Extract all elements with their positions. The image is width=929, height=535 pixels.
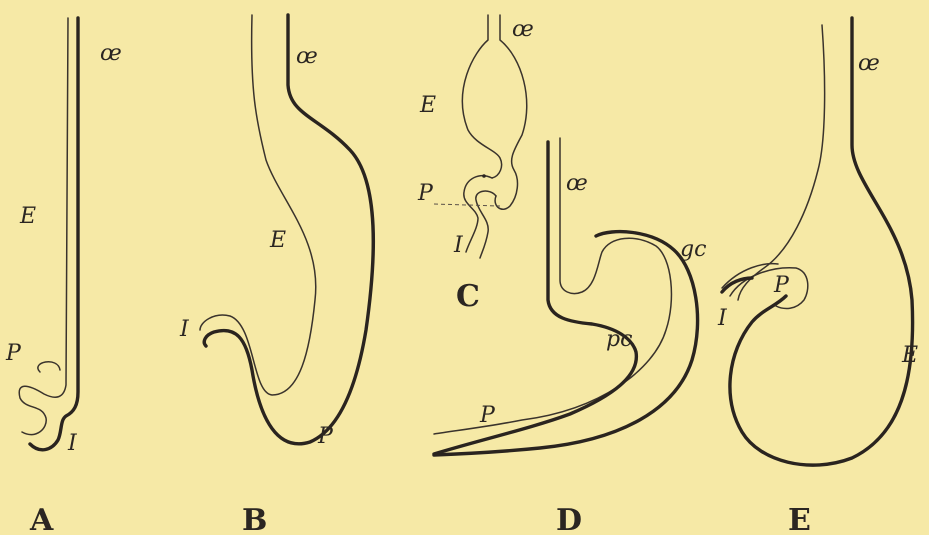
diagram-d-lower-curve xyxy=(434,232,698,455)
diagram-c-label-oesophagus: œ xyxy=(512,17,534,42)
diagram-e-label-intestine: I xyxy=(717,306,728,331)
diagram-b-label-pylorus: P xyxy=(317,424,334,449)
diagram-e-intestine-stub xyxy=(722,278,752,292)
diagram-c-label-stomach: E xyxy=(419,93,436,118)
diagram-a-label-intestine: I xyxy=(67,431,78,456)
diagram-c-pylorus-dashed-line xyxy=(434,204,500,206)
diagram-b-inner-wall xyxy=(200,15,316,395)
diagram-e-pyloric-loop xyxy=(722,264,808,309)
diagram-e: œ P I E E xyxy=(717,18,918,535)
diagram-d: œ gc pc P D xyxy=(434,138,706,535)
diagram-c-label-intestine: I xyxy=(453,233,464,258)
diagram-a-caption: A xyxy=(29,503,54,535)
diagram-c-stomach-wall xyxy=(462,15,526,209)
diagram-b-label-stomach: E xyxy=(269,228,286,253)
diagram-e-label-pylorus: P xyxy=(773,273,790,298)
diagram-a-pyloric-loop xyxy=(38,362,60,372)
diagram-b-outer-wall xyxy=(204,15,373,444)
diagram-c: œ E P I C xyxy=(417,15,534,314)
diagram-d-caption: D xyxy=(556,503,582,535)
diagram-c-pyloric-loop xyxy=(464,176,496,258)
diagram-e-caption: E xyxy=(788,503,811,535)
diagram-b-label-intestine: I xyxy=(179,317,190,342)
diagram-a: œ E P I A xyxy=(5,18,122,535)
diagram-c-caption: C xyxy=(456,279,480,314)
diagram-b-label-oesophagus: œ xyxy=(296,44,318,69)
diagram-b-caption: B xyxy=(242,503,267,535)
diagram-a-label-stomach: E xyxy=(19,204,36,229)
diagram-c-dot xyxy=(482,174,486,178)
diagram-d-label-greater-curvature: gc xyxy=(680,237,706,262)
diagram-a-label-oesophagus: œ xyxy=(100,41,122,66)
diagram-c-label-pylorus: P xyxy=(417,181,434,206)
diagram-e-label-stomach: E xyxy=(901,343,918,368)
diagram-d-label-oesophagus: œ xyxy=(566,171,588,196)
diagram-d-label-pylorus: P xyxy=(479,403,496,428)
diagram-a-label-pylorus: P xyxy=(5,341,22,366)
diagram-e-greater-wall xyxy=(730,18,913,465)
diagram-e-label-oesophagus: œ xyxy=(858,51,880,76)
diagram-b: œ E I P B xyxy=(179,15,373,535)
diagram-a-outer-wall xyxy=(30,18,78,450)
diagram-d-label-pyloric-curvature: pc xyxy=(606,327,632,352)
diagram-e-lesser-wall xyxy=(738,25,825,300)
